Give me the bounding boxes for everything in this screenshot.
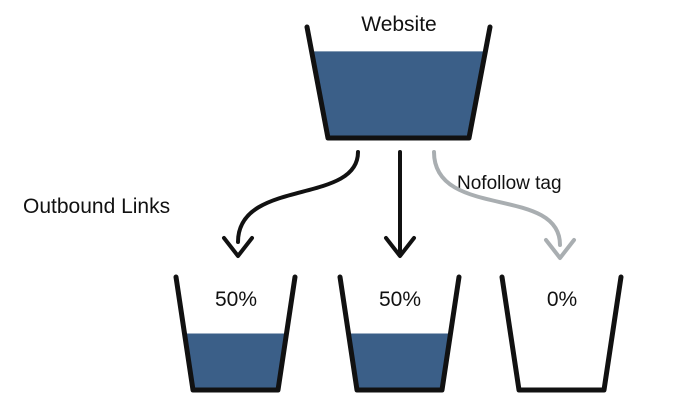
target-bucket-2-water: [348, 333, 451, 390]
source-bucket: Website: [304, 13, 493, 141]
source-bucket-label: Website: [361, 13, 436, 36]
outbound-links-label: Outbound Links: [23, 195, 170, 218]
target-bucket-3: 0%: [499, 274, 624, 393]
target-bucket-1-water: [184, 333, 287, 390]
source-bucket-water: [311, 51, 486, 138]
target-bucket-1-outline: [173, 274, 298, 393]
target-bucket-3-outline: [499, 274, 624, 393]
target-bucket-1: 50%: [173, 274, 298, 393]
arrow-left-followed: [222, 150, 360, 258]
arrow-head-center: [384, 236, 416, 258]
arrow-center-followed: [384, 150, 416, 258]
arrow-head-left: [222, 236, 254, 258]
target-bucket-2: 50%: [337, 274, 462, 393]
target-bucket-2-percent: 50%: [379, 288, 421, 311]
target-bucket-1-percent: 50%: [215, 288, 257, 311]
arrow-right-nofollow: [432, 150, 576, 260]
target-bucket-3-percent: 0%: [547, 288, 577, 311]
target-bucket-2-outline: [337, 274, 462, 393]
nofollow-tag-label: Nofollow tag: [457, 173, 562, 194]
source-bucket-outline: [304, 24, 493, 141]
arrow-head-right: [544, 238, 576, 260]
